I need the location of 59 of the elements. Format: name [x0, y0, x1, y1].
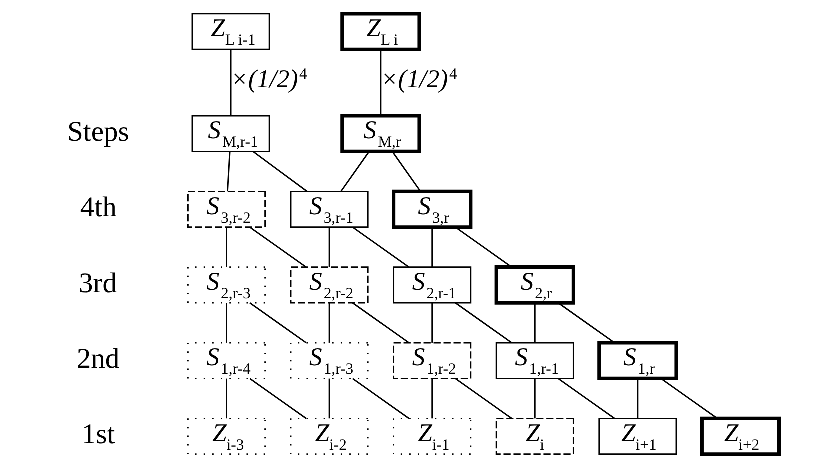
node-box: S$_{2,r}$ — [494, 266, 576, 305]
connector — [252, 151, 308, 192]
connector — [455, 302, 512, 344]
label: Steps — [68, 116, 130, 148]
connector — [226, 227, 228, 268]
label: 3rd — [78, 268, 118, 300]
node-box: S$_{3,r}$ — [392, 190, 473, 230]
node-box: Z$_{i-1}$ — [393, 418, 472, 456]
connector — [352, 226, 410, 268]
node-box: S$_{1,r-4}$ — [188, 342, 266, 380]
connector — [432, 227, 434, 268]
node-box: S$_{2,r-1}$ — [393, 266, 472, 304]
connector — [380, 50, 382, 116]
connector — [352, 302, 410, 344]
node-box: S$_{2,r-2}$ — [290, 266, 369, 304]
connector — [227, 152, 231, 192]
connector — [558, 302, 616, 344]
node-box: S$_{3,r-2}$ — [188, 190, 266, 228]
connector — [558, 378, 616, 420]
node-box: S$_{2,r-3}$ — [188, 266, 266, 304]
connector — [226, 378, 228, 419]
label: 2nd — [76, 344, 120, 375]
label: 4th — [80, 192, 117, 224]
node-box: S$_{1,r-1}$ — [496, 342, 574, 380]
edge-label: ×(1/2)$^{4}$ — [380, 64, 458, 94]
connector — [455, 378, 512, 420]
node-box: S$_{1,r-2}$ — [393, 342, 472, 380]
connector — [340, 151, 370, 192]
connector — [250, 302, 307, 344]
node-box: S$_{1,r}$ — [598, 341, 678, 380]
connector — [534, 378, 536, 419]
connector — [230, 50, 232, 116]
connector — [432, 303, 434, 343]
connector — [328, 227, 330, 268]
edge-label: ×(1/2)$^{4}$ — [231, 64, 308, 94]
connector — [392, 151, 422, 192]
connector — [226, 303, 228, 343]
node-box: Z$_{i-2}$ — [290, 418, 369, 456]
node-box: S$_{M,r}$ — [340, 114, 422, 154]
node-box: Z$_{L i}$ — [340, 12, 422, 52]
connector — [534, 303, 536, 343]
connector — [432, 378, 434, 419]
node-box: Z$_{i-3}$ — [188, 418, 266, 456]
node-box: S$_{M,r-1}$ — [192, 115, 270, 152]
node-box: S$_{3,r-1}$ — [290, 190, 369, 228]
connector — [660, 378, 718, 420]
node-box: S$_{1,r-3}$ — [290, 342, 369, 380]
connector — [250, 226, 307, 268]
node-box: Z$_{i}$ — [496, 418, 574, 456]
node-box: Z$_{L i-1}$ — [192, 13, 270, 50]
connector — [328, 378, 330, 419]
node-box: Z$_{i+1}$ — [598, 418, 678, 456]
node-box: Z$_{i+2}$ — [700, 416, 782, 456]
connector — [352, 378, 410, 420]
connector — [328, 303, 330, 343]
connector — [250, 378, 307, 420]
connector — [637, 378, 639, 419]
connector — [455, 226, 512, 268]
label: 1st — [82, 420, 116, 451]
